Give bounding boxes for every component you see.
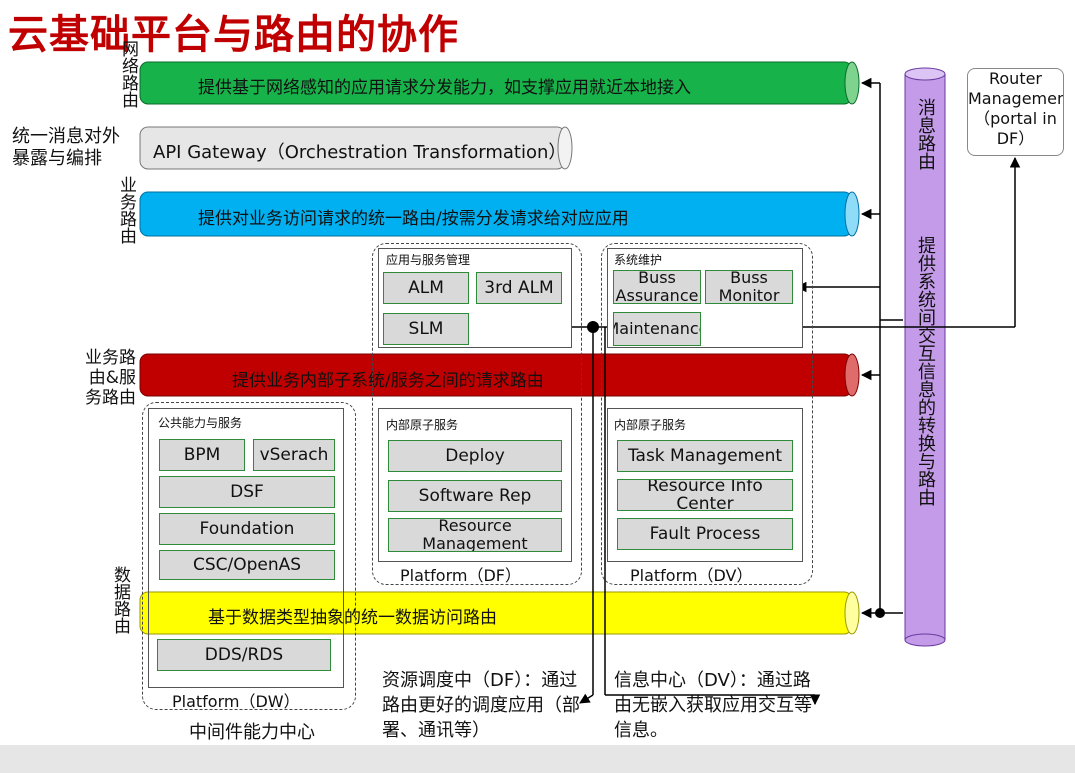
foundation-box[interactable]: Foundation — [159, 513, 335, 545]
dds-rds-box[interactable]: DDS/RDS — [157, 639, 331, 671]
api-pipe-text: API Gateway（Orchestration Transformation… — [153, 142, 567, 163]
third-alm-box[interactable]: 3rd ALM — [476, 272, 562, 304]
business-pipe-text: 提供对业务访问请求的统一路由/按需分发请求给对应应用 — [198, 209, 629, 229]
bottom-bar — [0, 745, 1075, 773]
unified-exposure-label: 统一消息对外暴露与编排 — [12, 126, 120, 169]
dw-platform-label: Platform（DW） — [172, 692, 300, 711]
router-management-box[interactable]: Router Management（portal in DF） — [967, 68, 1064, 156]
df-platform — [372, 243, 582, 585]
df-mgmt-title: 应用与服务管理 — [386, 253, 471, 267]
router-management-label: Router Management（portal in DF） — [968, 69, 1064, 148]
vserach-box[interactable]: vSerach — [253, 439, 335, 471]
business-routing-pipe — [139, 191, 860, 237]
dv-platform-label: Platform（DV） — [630, 566, 753, 585]
page-title: 云基础平台与路由的协作 — [8, 12, 459, 58]
message-routing-desc: 提供系统间交互信息的转换与路由 — [915, 236, 936, 506]
maintenance-box[interactable]: Maintenance — [613, 312, 701, 346]
task-management-box[interactable]: Task Management — [617, 440, 793, 472]
api-gateway-pipe — [139, 126, 573, 170]
service-pipe-text: 提供业务内部子系统/服务之间的请求路由 — [232, 371, 544, 391]
df-atomic-title: 内部原子服务 — [386, 418, 459, 432]
df-caption: 资源调度中（DF）：通过路由更好的调度应用（部署、通讯等） — [382, 670, 580, 741]
dv-atomic-title: 内部原子服务 — [614, 418, 687, 432]
message-routing-label: 消息路由 — [915, 98, 936, 170]
data-pipe-text: 基于数据类型抽象的统一数据访问路由 — [208, 608, 497, 628]
service-routing-pipe — [139, 353, 860, 397]
resource-info-center-box[interactable]: Resource Info Center — [617, 479, 793, 511]
dv-caption: 信息中心（DV）：通过路由无嵌入获取应用交互等信息。 — [614, 670, 812, 741]
biz-service-routing-label: 业务路由&服务路由 — [85, 348, 136, 408]
slm-box[interactable]: SLM — [383, 313, 469, 345]
dv-maint-title: 系统维护 — [614, 253, 663, 267]
dw-platform — [142, 402, 356, 710]
fault-process-box[interactable]: Fault Process — [617, 518, 793, 550]
csc-openas-box[interactable]: CSC/OpenAS — [159, 550, 335, 580]
software-rep-box[interactable]: Software Rep — [388, 480, 562, 512]
buss-monitor-box[interactable]: Buss Monitor — [705, 270, 793, 304]
bpm-box[interactable]: BPM — [159, 439, 245, 471]
resource-management-box[interactable]: Resource Management — [388, 518, 562, 552]
data-routing-label: 数据路由 — [110, 566, 130, 634]
business-routing-label: 业务路由 — [116, 176, 136, 244]
dw-title: 公共能力与服务 — [158, 416, 243, 430]
alm-box[interactable]: ALM — [383, 272, 469, 304]
network-routing-pipe — [139, 61, 860, 105]
df-platform-label: Platform（DF） — [400, 566, 522, 585]
buss-assurance-box[interactable]: Buss Assurance — [613, 270, 701, 304]
dw-box — [148, 408, 344, 688]
network-pipe-text: 提供基于网络感知的应用请求分发能力，如支撑应用就近本地接入 — [198, 78, 691, 98]
dv-platform — [601, 243, 813, 585]
message-routing-pipe — [904, 67, 946, 647]
deploy-box[interactable]: Deploy — [388, 440, 562, 472]
network-routing-label: 网络路由 — [118, 40, 138, 108]
dsf-box[interactable]: DSF — [159, 476, 335, 508]
data-routing-pipe — [139, 591, 860, 635]
